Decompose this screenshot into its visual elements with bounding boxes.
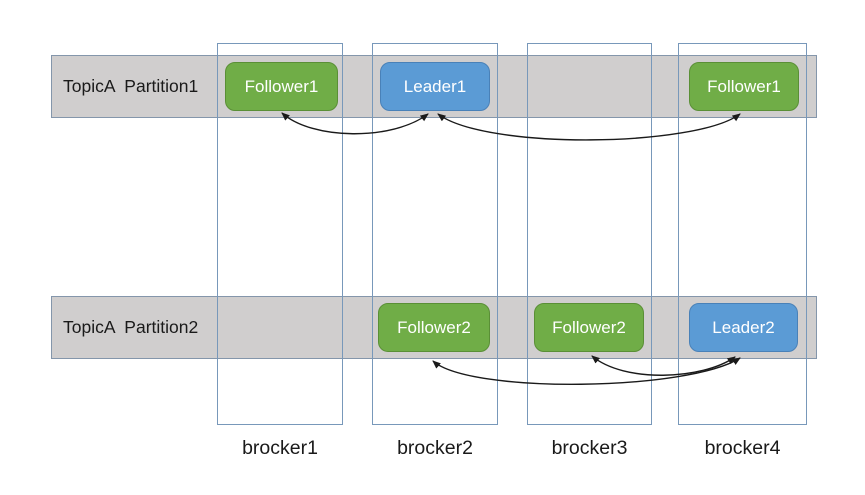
partition1-label: TopicA Partition1 — [63, 76, 199, 96]
broker1-label: brocker1 — [242, 437, 318, 459]
broker3-label: brocker3 — [551, 437, 628, 459]
broker2-label: brocker2 — [397, 437, 473, 459]
broker2-box — [372, 43, 498, 425]
follower2-broker3-node: Follower2 — [534, 303, 644, 352]
broker3-box — [527, 43, 652, 425]
broker4-label: brocker4 — [704, 437, 781, 459]
follower1-broker4-node: Follower1 — [689, 62, 799, 111]
follower1-broker1-node: Follower1 — [225, 62, 338, 111]
leader2-broker4-node: Leader2 — [689, 303, 798, 352]
partition2-label: TopicA Partition2 — [63, 317, 199, 337]
broker1-box — [217, 43, 343, 425]
broker4-box — [678, 43, 807, 425]
leader1-broker2-node: Leader1 — [380, 62, 490, 111]
follower2-broker2-node: Follower2 — [378, 303, 490, 352]
